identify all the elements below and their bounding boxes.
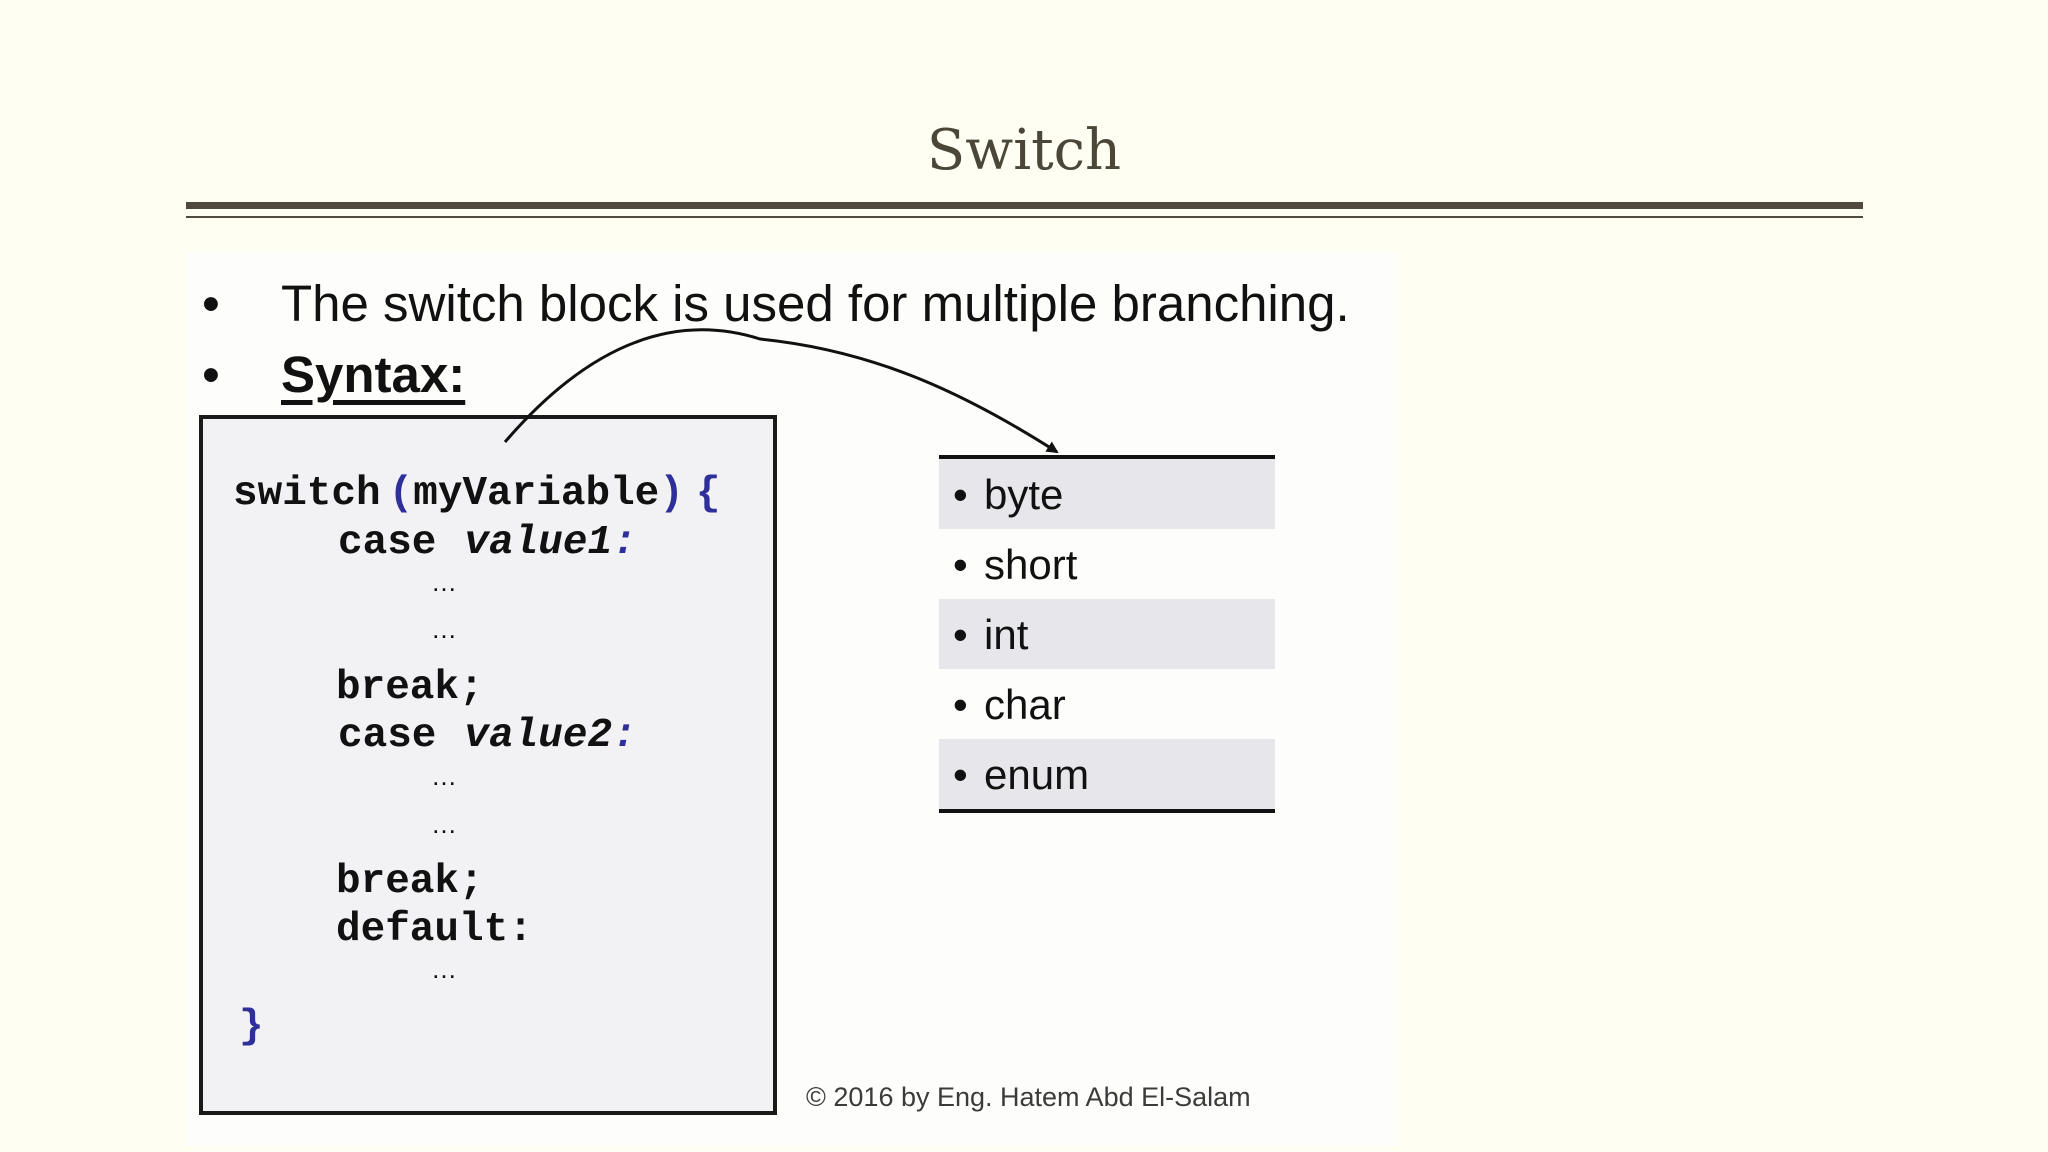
type-marker: • xyxy=(953,471,968,518)
code-case-value: value1 xyxy=(464,520,613,566)
type-label: int xyxy=(984,611,1029,658)
type-row: • char xyxy=(939,669,1275,739)
code-open-brace: { xyxy=(695,471,721,517)
code-switch-keyword: switch xyxy=(233,471,381,517)
syntax-code-box: switch(myVariable){ case value1: … … brea… xyxy=(199,415,777,1115)
bullet-description-text: The switch block is used for multiple br… xyxy=(281,275,1350,332)
type-marker: • xyxy=(953,681,968,728)
code-ellipsis: … xyxy=(431,567,457,597)
type-row: • short xyxy=(939,529,1275,599)
connector-arrow-path xyxy=(503,328,1059,454)
type-row: • enum xyxy=(939,739,1275,809)
code-line-default: default: xyxy=(336,907,533,953)
type-label: enum xyxy=(984,751,1090,798)
code-close-brace: } xyxy=(239,1004,264,1050)
bullet-syntax-text: Syntax: xyxy=(281,346,466,403)
bullet-marker: • xyxy=(202,346,220,403)
title-rule-thick xyxy=(186,202,1863,209)
code-case-keyword: case xyxy=(338,713,437,759)
code-variable: myVariable xyxy=(413,471,660,517)
code-case-colon: : xyxy=(612,520,637,566)
bullet-marker: • xyxy=(202,275,220,332)
code-line-case2: case value2: xyxy=(338,713,637,759)
code-ellipsis: … xyxy=(431,954,457,984)
code-ellipsis: … xyxy=(431,614,457,644)
copyright-footer: © 2016 by Eng. Hatem Abd El-Salam xyxy=(806,1082,1251,1112)
allowed-types-table: • byte • short • int • char • enum xyxy=(939,455,1275,813)
type-label: char xyxy=(984,681,1066,728)
code-ellipsis: … xyxy=(431,809,457,839)
type-marker: • xyxy=(953,611,968,658)
code-line-case1: case value1: xyxy=(338,520,637,566)
code-case-keyword: case xyxy=(338,520,437,566)
code-open-paren: ( xyxy=(388,471,414,517)
code-case-colon: : xyxy=(612,713,637,759)
code-line-break2: break; xyxy=(336,859,484,905)
slide-title: Switch xyxy=(926,118,1122,183)
type-marker: • xyxy=(953,751,968,798)
code-ellipsis: … xyxy=(431,761,457,791)
type-label: byte xyxy=(984,471,1064,518)
code-case-value: value2 xyxy=(464,713,613,759)
code-line-close: } xyxy=(239,1004,264,1050)
title-rule-thin xyxy=(186,216,1863,218)
code-close-paren: ) xyxy=(659,471,684,517)
type-row: • int xyxy=(939,599,1275,669)
type-row: • byte xyxy=(939,459,1275,529)
type-label: short xyxy=(984,541,1078,588)
code-line-switch: switch(myVariable){ xyxy=(233,471,721,517)
slide-content-panel: • The switch block is used for multiple … xyxy=(186,252,1398,1146)
code-line-break1: break; xyxy=(336,665,484,711)
type-marker: • xyxy=(953,541,968,588)
